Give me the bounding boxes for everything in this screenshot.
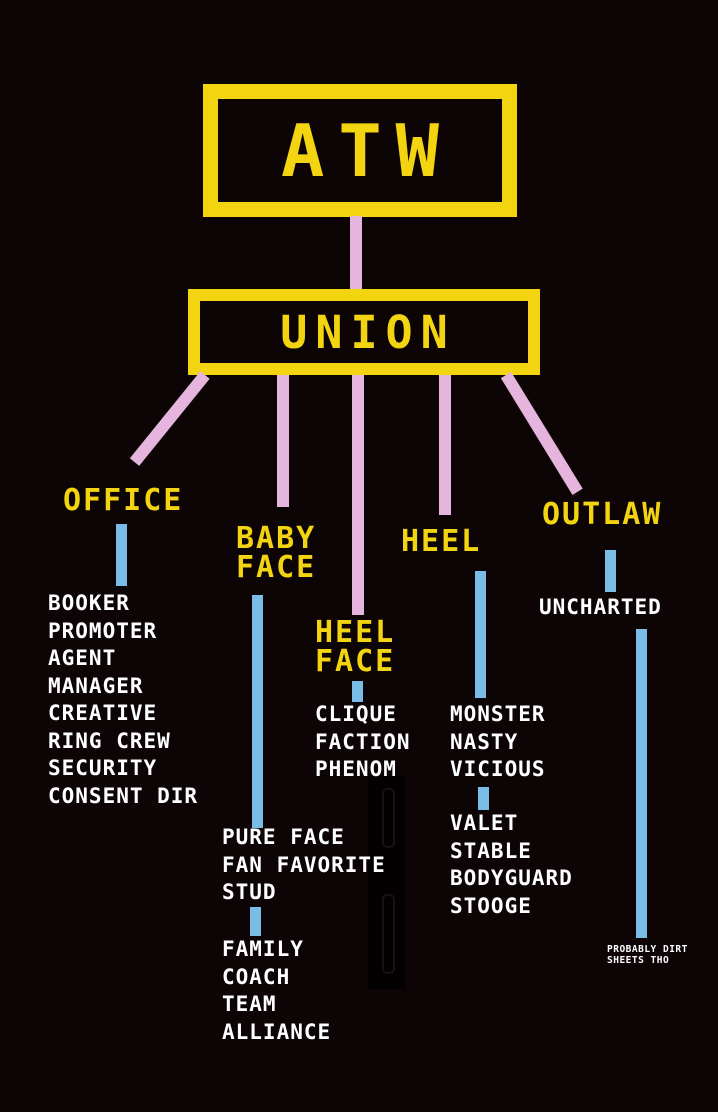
outlaw-term: UNCHARTED <box>539 595 662 619</box>
union-node-label: UNION <box>280 305 456 359</box>
subconnector-baby-face-2 <box>250 907 261 936</box>
subconnector-baby-face <box>252 595 263 828</box>
heel-term: STOOGE <box>450 893 532 918</box>
heel-term-list-2: VALET STABLE BODYGUARD STOOGE <box>450 810 573 920</box>
heel-term: VALET <box>450 811 519 835</box>
baby-face-term-list-2: FAMILY COACH TEAM ALLIANCE <box>222 936 331 1046</box>
subconnector-heel-2 <box>478 787 489 810</box>
office-term: RING CREW <box>48 728 171 753</box>
connector-union-heel <box>439 375 451 515</box>
office-term: BOOKER <box>48 591 130 615</box>
faint-artifact-bar <box>368 776 405 989</box>
branch-label-office-line: OFFICE <box>63 483 184 518</box>
subconnector-heel <box>475 571 486 698</box>
baby-face-term: PURE FACE <box>222 825 345 849</box>
branch-label-heel-face: HEEL FACE <box>315 615 396 679</box>
subconnector-office <box>116 524 127 586</box>
branch-label-heel-line: HEEL <box>401 524 482 559</box>
faint-artifact-glyph <box>382 788 395 848</box>
outlaw-term-list: UNCHARTED <box>539 594 662 622</box>
dirt-sheets-note: PROBABLY DIRT SHEETS THO <box>607 944 688 966</box>
faint-artifact-glyph <box>382 894 395 974</box>
union-node: UNION <box>188 289 540 375</box>
baby-face-term: STUD <box>222 880 277 904</box>
root-node-atw: ATW <box>203 84 517 217</box>
office-term: MANAGER <box>48 673 144 698</box>
office-term: CONSENT DIR <box>48 783 199 808</box>
branch-label-outlaw-line: OUTLAW <box>542 497 663 532</box>
heel-term-list-1: MONSTER NASTY VICIOUS <box>450 701 546 784</box>
baby-face-term: COACH <box>222 964 291 989</box>
heel-face-term: FACTION <box>315 729 411 754</box>
office-term-list: BOOKER PROMOTER AGENT MANAGER CREATIVE R… <box>48 590 198 810</box>
baby-face-term: FAN FAVORITE <box>222 852 386 877</box>
root-node-label: ATW <box>280 108 454 193</box>
office-term: SECURITY <box>48 756 158 780</box>
heel-face-term: PHENOM <box>315 757 397 781</box>
branch-label-baby-face: BABY FACE <box>236 521 317 585</box>
branch-label-baby-face-line1: BABY <box>236 521 317 556</box>
branch-label-outlaw: OUTLAW <box>542 497 663 532</box>
connector-atw-union <box>350 216 362 290</box>
office-term: PROMOTER <box>48 618 158 643</box>
subconnector-outlaw <box>605 550 616 592</box>
heel-term: BODYGUARD <box>450 866 573 890</box>
connector-union-heel-face <box>352 375 364 615</box>
dirt-sheets-note-line1: PROBABLY DIRT <box>607 944 688 955</box>
office-term: AGENT <box>48 646 117 670</box>
baby-face-term: TEAM <box>222 992 277 1016</box>
branch-label-office: OFFICE <box>63 483 184 518</box>
branch-label-heel: HEEL <box>401 524 482 559</box>
heel-term: NASTY <box>450 729 519 754</box>
connector-union-office <box>129 371 210 466</box>
dirt-sheets-note-line2: SHEETS THO <box>607 955 670 966</box>
heel-face-term-list: CLIQUE FACTION PHENOM <box>315 701 411 784</box>
heel-term: STABLE <box>450 838 532 863</box>
branch-label-baby-face-line2: FACE <box>236 550 317 585</box>
heel-term: VICIOUS <box>450 757 546 781</box>
heel-face-term: CLIQUE <box>315 702 397 726</box>
heel-term: MONSTER <box>450 702 546 726</box>
branch-label-heel-face-line1: HEEL <box>315 615 396 650</box>
connector-union-outlaw <box>500 371 583 495</box>
subconnector-outlaw-long <box>636 629 647 938</box>
office-term: CREATIVE <box>48 701 158 725</box>
baby-face-term-list-1: PURE FACE FAN FAVORITE STUD <box>222 824 386 907</box>
subconnector-heel-face <box>352 681 363 702</box>
baby-face-term: ALLIANCE <box>222 1019 332 1044</box>
baby-face-term: FAMILY <box>222 937 304 961</box>
connector-union-baby-face <box>277 375 289 507</box>
branch-label-heel-face-line2: FACE <box>315 644 396 679</box>
